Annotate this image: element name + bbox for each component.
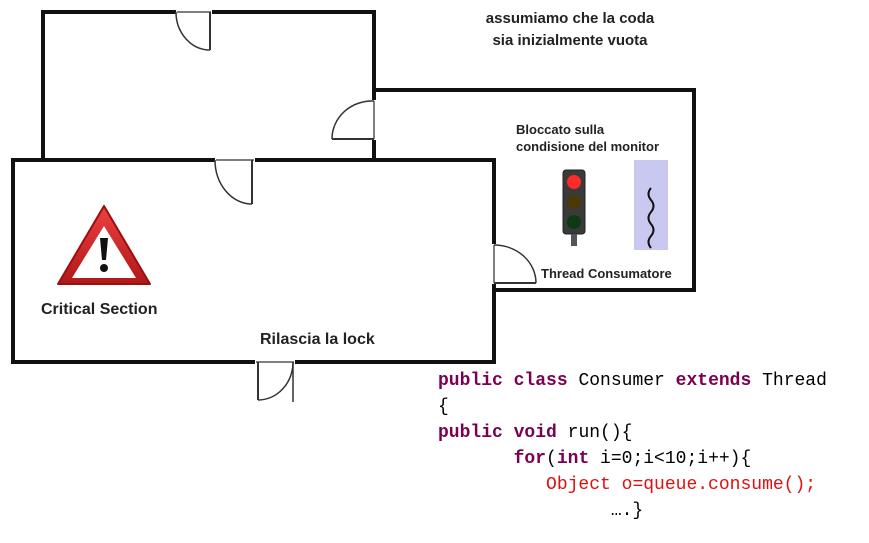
code-text: i=0;i<10;i++){ <box>589 449 752 469</box>
door-bottom-exit <box>255 358 295 402</box>
code-line-6: ….} <box>438 498 827 524</box>
release-lock-label: Rilascia la lock <box>260 331 375 348</box>
door-upper-to-waiting <box>331 100 378 140</box>
code-keyword: extends <box>675 371 752 391</box>
thread-squiggle-icon <box>634 160 668 250</box>
traffic-light-icon <box>562 169 586 246</box>
code-line-4: for(int i=0;i<10;i++){ <box>438 446 827 472</box>
code-keyword: int <box>556 449 590 469</box>
door-critical-to-waiting <box>490 244 537 284</box>
code-text: ….} <box>610 501 644 521</box>
warning-triangle-icon <box>57 205 151 285</box>
code-keyword: class <box>513 371 568 391</box>
code-indent <box>438 449 514 469</box>
door-upper-to-critical <box>214 156 255 205</box>
assumption-note-line1: assumiamo che la coda <box>485 10 655 27</box>
code-line-2: { <box>438 397 449 417</box>
critical-section-label: Critical Section <box>41 301 158 318</box>
code-keyword: public <box>438 423 503 443</box>
code-line-5: Object o=queue.consume(); <box>438 472 827 498</box>
blocked-label-line1: Bloccato sulla <box>516 122 605 137</box>
upper-room <box>41 10 376 162</box>
code-text: Thread <box>751 371 827 391</box>
assumption-note: assumiamo che la coda sia inizialmente v… <box>455 8 685 52</box>
code-block: public class Consumer extends Thread { pub… <box>438 368 827 524</box>
code-line-3: public void run(){ <box>438 420 827 446</box>
code-keyword: public <box>438 371 503 391</box>
code-highlight: Object o=queue.consume(); <box>546 475 817 495</box>
blocked-label-line2: condisione del monitor <box>516 139 660 154</box>
code-keyword: void <box>513 423 557 443</box>
code-text: run(){ <box>556 423 633 443</box>
code-indent <box>438 475 546 495</box>
code-line-1: public class Consumer extends Thread <box>438 368 827 394</box>
blocked-label: Bloccato sulla condisione del monitor <box>516 121 659 155</box>
door-top <box>175 8 212 51</box>
code-text: Consumer <box>567 371 676 391</box>
code-text: ( <box>546 449 557 469</box>
code-keyword: for <box>513 449 547 469</box>
thread-consumer-label: Thread Consumatore <box>541 266 672 281</box>
assumption-note-line2: sia inizialmente vuota <box>492 32 648 49</box>
code-indent <box>438 501 611 521</box>
